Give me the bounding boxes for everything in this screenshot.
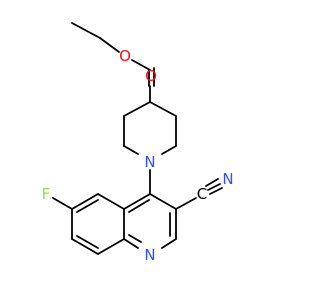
structure-canvas: O O N C N F N — [42, 22, 234, 264]
bond-q-c2-n1 — [161, 238, 177, 249]
nitrile-carbon-label: C — [197, 185, 207, 203]
bonds — [52, 22, 223, 255]
quinoline-nitrogen-label: N — [144, 246, 155, 264]
bond-q-n1-c8a-inner — [128, 234, 142, 243]
fluorine-label: F — [42, 185, 51, 203]
bond-methyl-ch2 — [71, 22, 101, 39]
bond-c3-nitrile-c — [175, 197, 197, 210]
bond-q-c4a-c4 — [123, 193, 151, 210]
bond-pip-n-c6 — [123, 145, 139, 155]
bond-q-c4a-c4-inner — [128, 199, 150, 213]
nitrile-nitrogen-label: N — [222, 170, 233, 188]
bond-q-c4-c3 — [149, 193, 177, 210]
piperidine-nitrogen-label: N — [144, 153, 155, 171]
bond-q-c4a-c5 — [97, 193, 125, 210]
bond-nitrile-triple-1 — [207, 183, 221, 191]
bond-ch2-oxygen — [99, 37, 120, 53]
bond-nitrile-triple-3 — [209, 187, 223, 195]
bond-q-c7-c8 — [71, 238, 99, 255]
atom-labels: O O N C N F N — [42, 47, 234, 264]
bond-pip-c4-c3 — [149, 101, 177, 117]
bond-q-c7-c8-inner — [76, 235, 99, 249]
carbonyl-oxygen-label: O — [145, 67, 157, 85]
bond-q-c5-c6 — [71, 193, 99, 210]
bond-pip-c5-c4 — [123, 101, 151, 117]
bond-q-c5-c6-inner — [76, 199, 99, 213]
ester-oxygen-label: O — [119, 47, 131, 65]
bond-q-c8-c8a — [97, 238, 125, 255]
bond-pip-c2-n — [161, 145, 177, 155]
bond-c6-fluorine — [52, 197, 73, 210]
bond-nitrile-triple-2 — [205, 178, 219, 187]
bond-q-n1-c8a — [123, 238, 139, 249]
bond-oxygen-carbonyl — [131, 59, 151, 71]
